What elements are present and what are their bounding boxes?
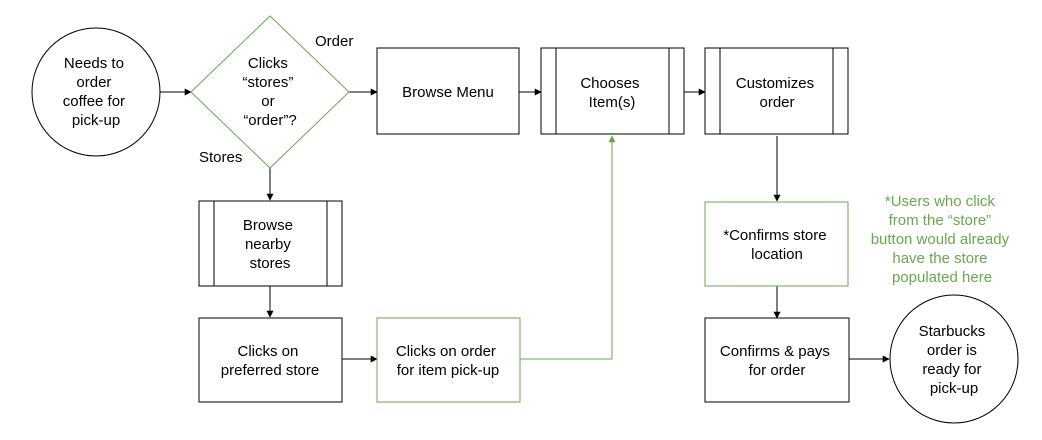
- svg-text:Chooses Item(s): Chooses Item(s): [580, 75, 643, 111]
- customizes-line: order: [759, 94, 794, 111]
- end-line: order is: [927, 342, 977, 359]
- store-note-line: from the “store”: [889, 212, 992, 229]
- decision-line: Clicks: [248, 55, 288, 72]
- edge-label-stores: Stores: [199, 149, 242, 166]
- decision-line: or: [261, 93, 274, 110]
- svg-text:Confirms & pays for orde: Confirms & pays for order: [720, 343, 834, 379]
- browse-stores-line: nearby: [245, 236, 291, 253]
- start-line: Needs to: [64, 55, 124, 72]
- clicks-store-node: Clicks on preferred store: [198, 317, 343, 403]
- end-line: Starbucks: [919, 323, 986, 340]
- browse-stores-line: stores: [250, 255, 291, 272]
- customizes-node: Customizes order: [704, 47, 849, 135]
- end-node: Starbucks order is ready for pick-up: [889, 294, 1019, 424]
- customizes-line: Customizes: [736, 75, 814, 92]
- start-node: Needs to order coffee for pick-up: [31, 27, 161, 157]
- decision-line: “order”?: [243, 112, 296, 129]
- store-note-line: populated here: [892, 269, 992, 286]
- clicks-order-line: Clicks on order: [396, 343, 496, 360]
- confirm-pay-node: Confirms & pays for order: [704, 317, 850, 403]
- confirm-location-line: location: [751, 246, 803, 263]
- start-line: pick-up: [72, 112, 120, 129]
- store-note: *Users who click from the “store” button…: [871, 193, 1014, 286]
- decision-node: Clicks “stores” or “order”?: [190, 15, 350, 169]
- edge-label-order: Order: [315, 33, 353, 50]
- svg-text:Starbucks order is: Starbucks order is ready for pick-up: [919, 323, 990, 397]
- clicks-order-line: for item pick-up: [397, 362, 500, 379]
- confirm-location-line: *Confirms store: [723, 227, 826, 244]
- chooses-items-line: Chooses: [580, 75, 639, 92]
- decision-line: “stores”: [242, 74, 293, 91]
- confirm-location-node: *Confirms store location: [704, 201, 849, 287]
- browse-menu-node: Browse Menu: [376, 47, 520, 135]
- svg-text:Browse nearby stor: Browse nearby stores: [243, 217, 297, 272]
- browse-stores-node: Browse nearby stores: [198, 200, 343, 287]
- svg-text:Needs to order cof: Needs to order coffee for pick-up: [63, 55, 129, 129]
- start-line: order: [76, 74, 111, 91]
- clicks-store-line: Clicks on: [237, 343, 298, 360]
- clicks-order-node: Clicks on order for item pick-up: [376, 317, 521, 403]
- svg-text:Customizes order: Customizes order: [736, 75, 819, 111]
- svg-text:Clicks on preferred stor: Clicks on preferred store: [221, 343, 319, 379]
- svg-text:Clicks “stores” or: Clicks “stores” or “order”?: [242, 55, 297, 129]
- store-note-line: have the store: [892, 250, 987, 267]
- chooses-items-node: Chooses Item(s): [540, 47, 685, 135]
- svg-text:Browse Menu: Browse Menu: [402, 84, 494, 101]
- svg-text:*Confirms store location: *Confirms store location: [723, 227, 831, 263]
- clicks-store-line: preferred store: [221, 362, 319, 379]
- connectors: [160, 88, 890, 363]
- store-note-line: *Users who click: [885, 193, 996, 210]
- end-line: pick-up: [930, 380, 978, 397]
- store-note-line: button would already: [871, 231, 1010, 248]
- edge-clicks-order-to-chooses: [520, 135, 616, 360]
- browse-menu-label: Browse Menu: [402, 84, 494, 101]
- browse-stores-line: Browse: [243, 217, 293, 234]
- chooses-items-line: Item(s): [589, 94, 636, 111]
- end-line: ready for: [922, 361, 981, 378]
- confirm-pay-line: Confirms & pays: [720, 343, 830, 360]
- start-line: coffee for: [63, 93, 125, 110]
- svg-text:Clicks on order for item: Clicks on order for item pick-up: [396, 343, 500, 379]
- confirm-pay-line: for order: [749, 362, 806, 379]
